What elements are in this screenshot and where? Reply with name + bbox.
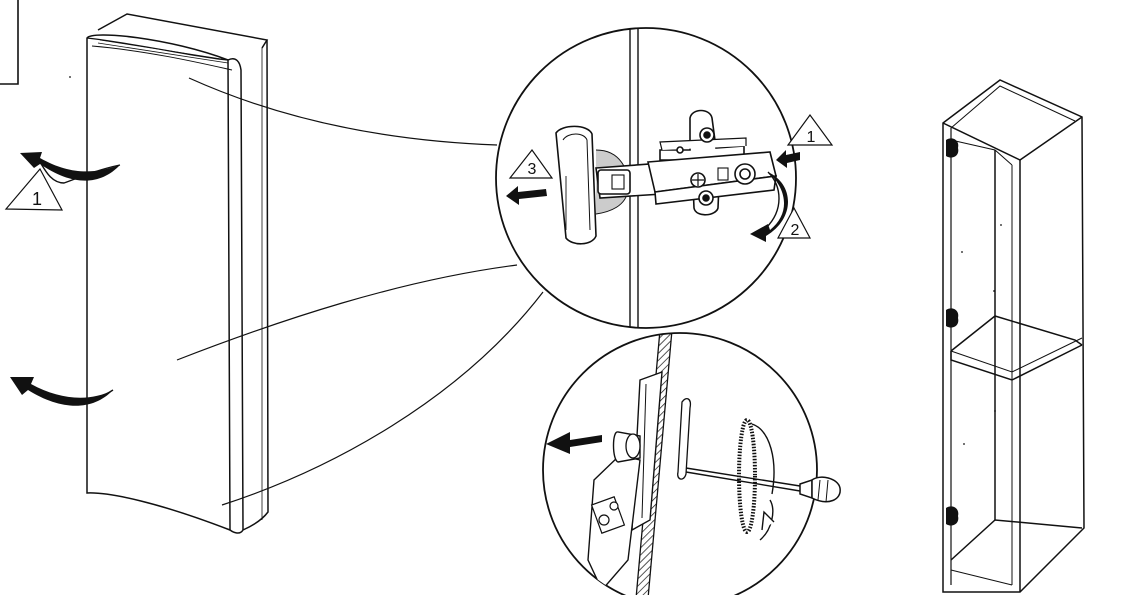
hinge-icon xyxy=(555,109,777,245)
straight-arrow-icon xyxy=(546,432,602,454)
shelf-pin-holes xyxy=(961,224,1002,445)
step-label-3: 3 xyxy=(528,161,537,178)
curved-arrow-icon xyxy=(737,418,775,541)
warning-triangle-icon: 3 xyxy=(508,148,554,179)
step-label-1: 1 xyxy=(807,129,816,146)
step-label-left: 1 xyxy=(32,189,42,209)
warning-triangle-icon: 1 xyxy=(4,167,64,211)
straight-arrow-icon xyxy=(776,150,800,168)
curved-arrow-icon xyxy=(750,171,788,242)
open-cabinet xyxy=(942,79,1085,593)
frame-corner xyxy=(0,0,19,85)
screwdriver-icon xyxy=(799,476,841,503)
straight-arrow-icon xyxy=(506,186,547,205)
door-panel xyxy=(86,13,269,534)
hinge-detail-circle: 1 2 3 xyxy=(495,27,834,329)
dot-mark xyxy=(69,76,71,78)
leader-lines xyxy=(176,77,544,506)
warning-triangle-icon: 2 xyxy=(777,206,811,239)
pull-arrow-top xyxy=(20,152,121,184)
pull-arrow-bottom xyxy=(10,377,114,406)
screw-detail-circle xyxy=(542,332,841,595)
hinge-mount xyxy=(946,138,959,526)
warning-triangle-icon: 1 xyxy=(786,113,834,146)
step-label-2: 2 xyxy=(791,222,800,239)
